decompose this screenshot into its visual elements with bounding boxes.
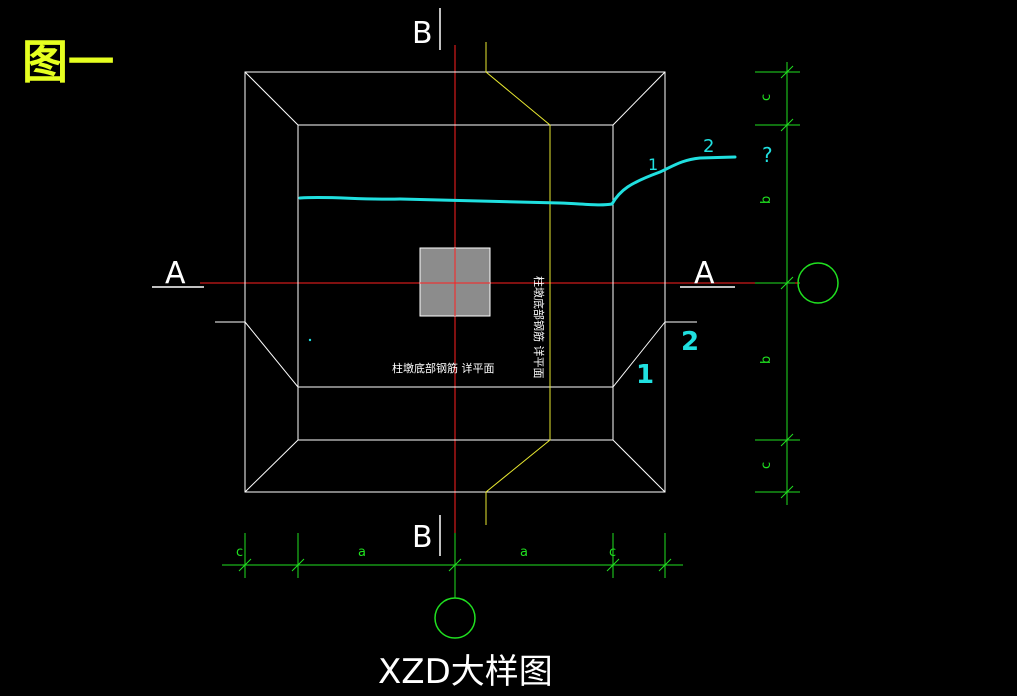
section-mark-right: A <box>694 256 715 291</box>
dimension-bottom <box>222 533 683 578</box>
reinforcement-line <box>485 42 551 525</box>
section-mark-left: A <box>165 256 186 291</box>
drawing-title: XZD大样图 <box>378 652 553 692</box>
svg-text:c: c <box>759 94 774 101</box>
dimension-right-labels: c b b c <box>759 94 774 469</box>
dimension-right <box>755 62 800 505</box>
svg-text:c: c <box>609 545 616 560</box>
grid-bubble-bottom <box>434 597 476 639</box>
handwritten-question: ? <box>762 143 773 167</box>
svg-text:a: a <box>520 545 528 560</box>
svg-text:c: c <box>236 545 243 560</box>
handwritten-1: 1 <box>648 155 658 174</box>
svg-text:a: a <box>358 545 366 560</box>
handwritten-2: 2 <box>703 136 714 157</box>
outer-square <box>244 71 666 493</box>
figure-label: 图一 <box>22 35 114 89</box>
grid-bubble-right <box>797 262 839 304</box>
svg-text:c: c <box>759 462 774 469</box>
marker-1: 1 <box>636 360 654 390</box>
section-mark-top: B <box>412 16 433 51</box>
markup-rebar-line <box>298 155 737 207</box>
svg-text:b: b <box>759 356 774 364</box>
section-marks: B B A A <box>152 8 735 556</box>
dimension-bottom-labels: c a a c <box>236 545 616 560</box>
section-mark-bottom: B <box>412 520 433 555</box>
vertical-note: 柱墩底部钢筋 详平面 <box>532 276 546 379</box>
marker-2: 2 <box>681 327 699 357</box>
pier-outline <box>215 71 697 493</box>
svg-text:b: b <box>759 196 774 204</box>
inner-square <box>297 124 614 441</box>
horizontal-note: 柱墩底部钢筋 详平面 <box>392 361 495 375</box>
